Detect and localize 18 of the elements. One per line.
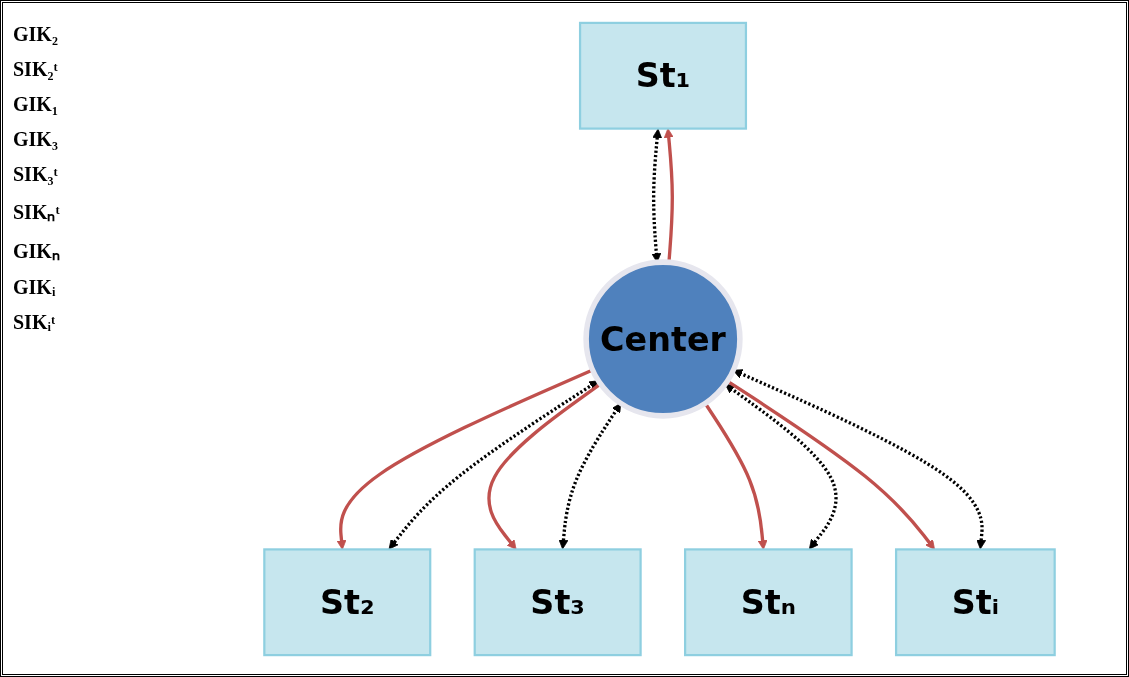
node-box: St₂ <box>263 547 432 656</box>
key-label: SIK₂ᵗ <box>13 58 59 81</box>
node-box: Stₙ <box>684 547 853 656</box>
key-label: GIKᵢ <box>13 276 57 299</box>
node-box: St₁ <box>578 21 748 130</box>
node-box: Stᵢ <box>894 547 1056 656</box>
key-label: SIKₙᵗ <box>13 200 61 225</box>
node-circle: Center <box>583 258 743 419</box>
key-label: GIKₙ <box>13 239 61 264</box>
node-box: St₃ <box>473 547 642 656</box>
arrow <box>724 383 838 549</box>
key-label: SIKᵢᵗ <box>13 311 57 334</box>
arrow <box>388 379 599 549</box>
arrow <box>558 402 622 549</box>
key-label: GIK₂ <box>13 23 59 46</box>
key-label: GIK₃ <box>13 128 59 151</box>
key-label: GIK₁ <box>13 93 59 116</box>
key-label: SIK₃ᵗ <box>13 163 59 186</box>
